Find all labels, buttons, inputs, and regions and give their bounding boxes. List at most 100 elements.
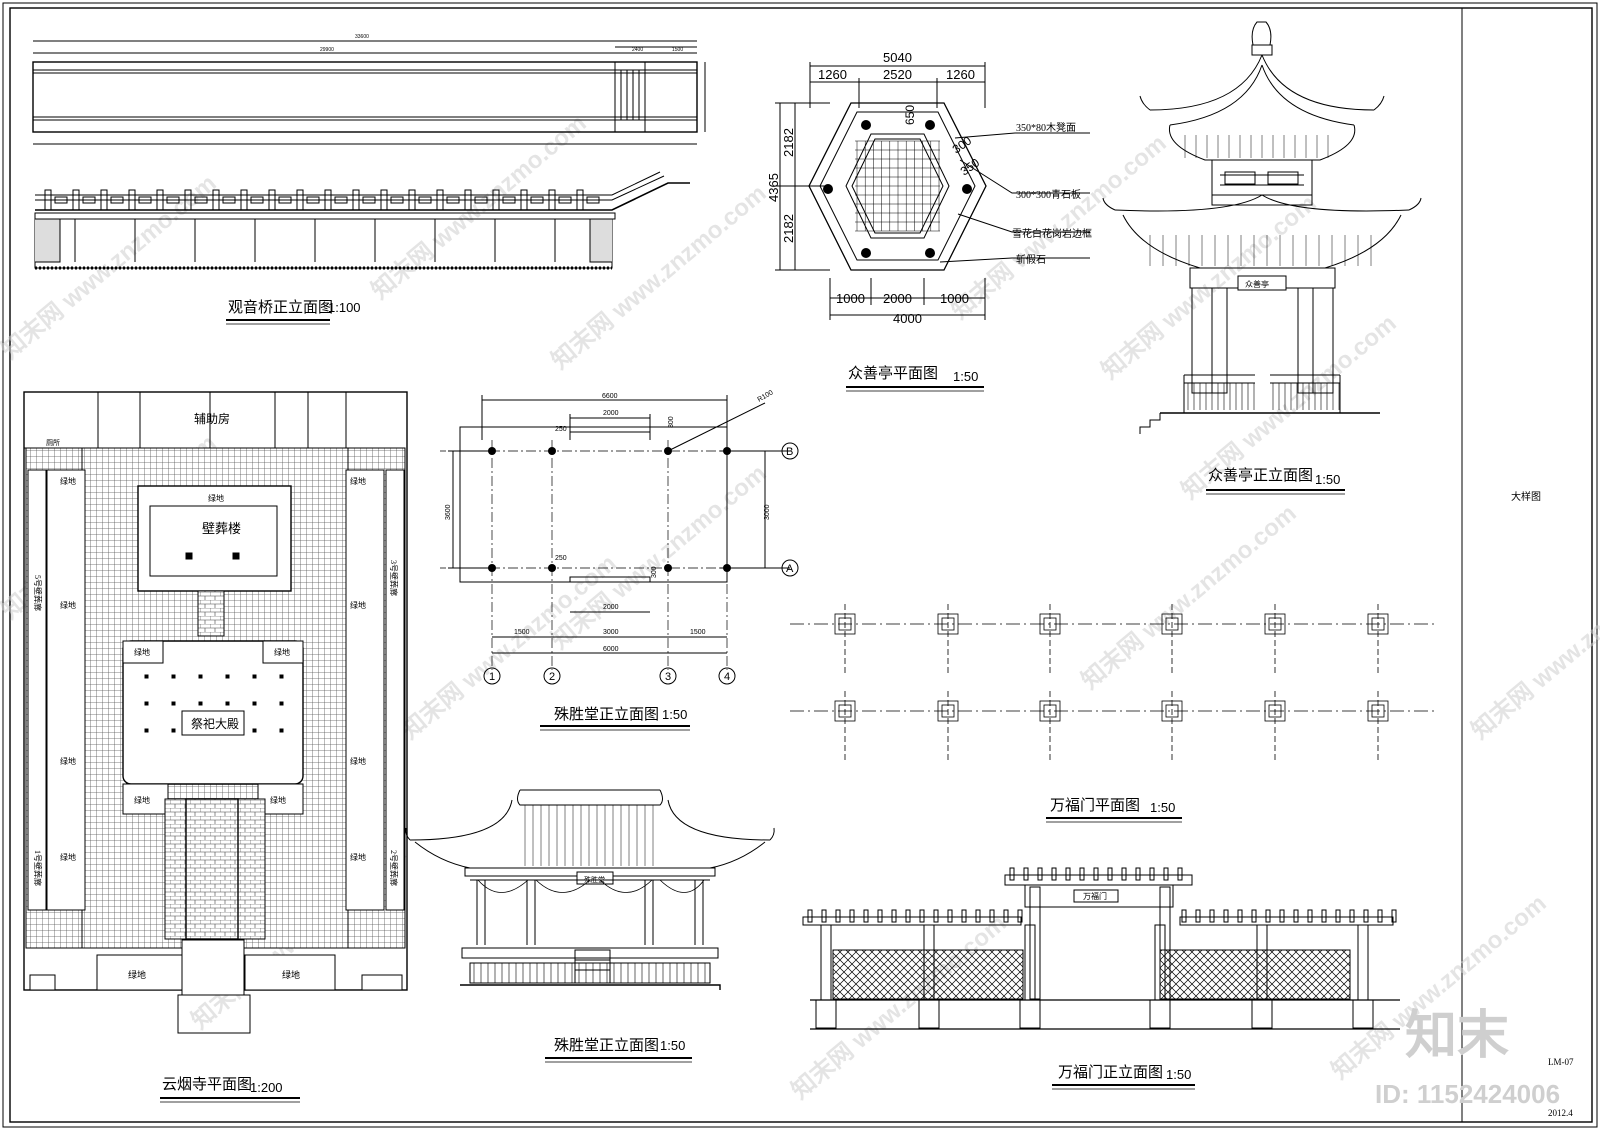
- hall-dim-bot-2: 3000: [603, 629, 619, 636]
- hall-dim-bot-3: 1500: [690, 629, 706, 636]
- pav-dim-bot-1: 1000: [836, 291, 865, 306]
- pavilion-plan: [775, 62, 1090, 320]
- temple-hall: 祭祀大殿: [191, 717, 239, 731]
- temple-tower: 壁葬楼: [202, 521, 241, 536]
- temple-green-5: 绿地: [350, 600, 366, 610]
- pav-plan-title: 众善亭平面图: [848, 364, 938, 382]
- hall-plan-scale: 1:50: [662, 707, 687, 722]
- pav-dim-left-1: 2182: [781, 128, 796, 157]
- watermark-text: 知末网 www.znzmo.com: [1467, 550, 1600, 745]
- hall-axis-4: 4: [724, 671, 730, 683]
- temple-toilet: 厕所: [46, 438, 60, 447]
- hall-plan: [440, 395, 799, 685]
- temple-green-1: 绿地: [208, 493, 224, 503]
- pavilion-elevation: [1102, 21, 1422, 434]
- hall-columns: [488, 447, 731, 572]
- gate-plan-title: 万福门平面图: [1050, 797, 1140, 814]
- pav-note-4: 斩假石: [1016, 253, 1046, 266]
- bridge-dim-span: 29900: [320, 47, 334, 53]
- hall-plaque: 殊胜堂: [584, 875, 605, 884]
- temple-aux: 辅助房: [194, 411, 230, 426]
- bridge-dim-end: 1500: [672, 47, 683, 53]
- pav-dim-bot-3: 1000: [940, 291, 969, 306]
- pav-note-3: 雪花白花岗岩边框: [1012, 227, 1092, 240]
- temple-corr-3: 3号壁葬廊: [389, 560, 399, 596]
- temple-green-3: 绿地: [350, 476, 366, 486]
- sheet-code: LM-07: [1548, 1057, 1574, 1067]
- pav-dim-inner-1: 650: [903, 105, 917, 125]
- hall-elev-scale: 1:50: [660, 1038, 685, 1053]
- watermark-logo: 知末: [1405, 1007, 1509, 1065]
- watermark-text: 知末网 www.znzmo.com: [1097, 190, 1322, 385]
- hall-dim-offset: 250: [555, 426, 567, 433]
- hall-dim-left: 3600: [445, 504, 452, 520]
- temple-green-12: 绿地: [134, 795, 150, 805]
- temple-corr-2: 2号壁葬廊: [389, 850, 399, 886]
- hall-dim-radius: R100: [757, 389, 775, 403]
- watermark-text: 知末网 www.znzmo.com: [947, 130, 1172, 325]
- hall-elevation: [405, 789, 775, 990]
- pav-dim-bot-total: 4000: [893, 311, 922, 326]
- pav-dim-total: 5040: [883, 50, 912, 65]
- bridge-dim-total: 33600: [355, 34, 369, 40]
- temple-scale: 1:200: [250, 1080, 283, 1095]
- gate-elev-title: 万福门正立面图: [1058, 1064, 1163, 1081]
- temple-title: 云烟寺平面图: [162, 1076, 252, 1093]
- temple-green-9: 绿地: [350, 852, 366, 862]
- pav-plaque: 众善亭: [1245, 279, 1269, 289]
- gate-plan: [790, 604, 1437, 761]
- hall-dim-bot-1: 1500: [514, 629, 530, 636]
- watermark-text: 知末网 www.znzmo.com: [1077, 500, 1302, 695]
- pav-note-1: 350*80木凳面: [1016, 122, 1076, 134]
- hall-axis-b: B: [786, 446, 793, 458]
- hall-dim-small: 300: [668, 416, 675, 428]
- hall-axis-a: A: [786, 563, 794, 575]
- hall-dim-offset-2: 250: [555, 555, 567, 562]
- temple-corr-1: 1号壁葬廊: [33, 850, 43, 886]
- pav-dim-bot-2: 2000: [883, 291, 912, 306]
- gate-elev-scale: 1:50: [1166, 1067, 1191, 1082]
- temple-green-14: 绿地: [128, 969, 146, 980]
- pav-dim-top-3: 1260: [946, 67, 975, 82]
- hall-dim-mid: 2000: [603, 410, 619, 417]
- hall-dim-small-2: 300: [651, 566, 658, 578]
- bridge-dim-ramp: 2400: [632, 47, 643, 53]
- watermark-text: 知末网 www.znzmo.com: [547, 460, 772, 655]
- temple-green-4: 绿地: [60, 600, 76, 610]
- sheet-label: 大样图: [1511, 490, 1541, 503]
- watermark-text: 知末网 www.znzmo.com: [367, 110, 592, 305]
- bridge-elevation: [34, 171, 690, 270]
- pav-note-2: 300*300青石板: [1016, 188, 1081, 201]
- hall-dim-mid-bot: 2000: [603, 604, 619, 611]
- hall-dim-total: 6600: [602, 393, 618, 400]
- hall-axis-1: 1: [489, 671, 495, 683]
- gate-plaque: 万福门: [1083, 891, 1107, 901]
- hall-plan-title: 殊胜堂正立面图: [554, 706, 659, 723]
- hall-dim-right: 3000: [764, 504, 771, 520]
- watermark-id: ID: 1152424006: [1375, 1079, 1560, 1109]
- hall-axis-3: 3: [665, 671, 671, 683]
- temple-green-10: 绿地: [134, 647, 150, 657]
- pav-dim-left-2: 2182: [781, 214, 796, 243]
- temple-green-15: 绿地: [282, 969, 300, 980]
- temple-green-13: 绿地: [270, 795, 286, 805]
- pavilion-columns: [823, 120, 972, 258]
- pav-elev-scale: 1:50: [1315, 472, 1340, 487]
- gate-plan-scale: 1:50: [1150, 800, 1175, 815]
- pav-dim-top-2: 2520: [883, 67, 912, 82]
- pav-dim-top-1: 1260: [818, 67, 847, 82]
- hall-elev-title: 殊胜堂正立面图: [554, 1037, 659, 1054]
- temple-green-11: 绿地: [274, 647, 290, 657]
- gate-elevation: [802, 867, 1400, 1030]
- temple-green-2: 绿地: [60, 476, 76, 486]
- bridge-scale: 1:100: [328, 300, 361, 315]
- temple-green-8: 绿地: [60, 852, 76, 862]
- bridge-plan: [32, 40, 706, 145]
- sheet-date: 2012.4: [1548, 1108, 1573, 1118]
- watermark-text: 知末网 www.znzmo.com: [787, 910, 1012, 1105]
- watermark-text: 知末网 www.znzmo.com: [547, 180, 772, 375]
- temple-green-6: 绿地: [60, 756, 76, 766]
- hall-dim-bot-total: 6000: [603, 646, 619, 653]
- pav-dim-left-total: 4365: [766, 173, 781, 202]
